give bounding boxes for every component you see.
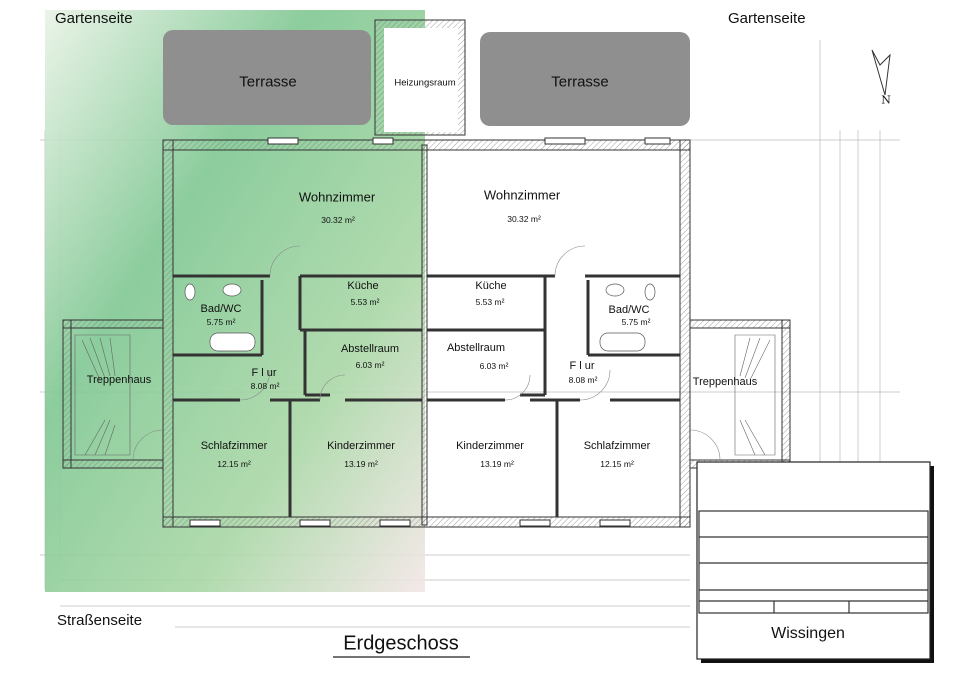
room-name: Küche [475, 280, 507, 292]
terrace-right [480, 32, 690, 126]
room-area: 30.32 m² [507, 214, 541, 224]
heating-room-label: Heizungsraum [394, 77, 456, 89]
terrace-left [163, 30, 371, 125]
north-arrow-icon [871, 49, 891, 96]
garden-side-label-left: Gartenseite [55, 10, 133, 27]
room-area: 30.32 m² [321, 215, 355, 225]
room-name: F l ur [569, 360, 595, 372]
room-area: 12.15 m² [217, 459, 251, 469]
walls [62, 139, 791, 528]
room-area: 5.53 m² [350, 297, 380, 307]
street-side-label: Straßenseite [57, 612, 143, 629]
room-name: Schlafzimmer [200, 440, 268, 452]
interior-walls [173, 274, 680, 517]
room-name: Abstellraum [340, 343, 400, 355]
sanitary-fixtures [184, 283, 656, 352]
room-area: 8.08 m² [250, 381, 280, 391]
room-name: Treppenhaus [86, 374, 152, 386]
terrace-left-label: Terrasse [239, 73, 297, 91]
title-block-place: Wissingen [771, 625, 845, 642]
room-area: 5.75 m² [206, 317, 236, 327]
room-name: F l ur [251, 367, 277, 379]
floor-title: Erdgeschoss [343, 632, 459, 655]
room-area: 13.19 m² [344, 459, 378, 469]
room-name: Treppenhaus [692, 376, 758, 388]
title-block [696, 461, 934, 663]
room-area: 8.08 m² [568, 375, 598, 385]
room-name: Wohnzimmer [298, 189, 376, 205]
room-area: 6.03 m² [479, 361, 509, 371]
door-swings [132, 245, 721, 461]
room-area: 12.15 m² [600, 459, 634, 469]
terrace-right-label: Terrasse [551, 73, 609, 91]
room-name: Kinderzimmer [456, 440, 524, 452]
room-area: 6.03 m² [355, 360, 385, 370]
windows [189, 137, 671, 527]
room-name: Wohnzimmer [483, 187, 561, 203]
room-area: 5.53 m² [475, 297, 505, 307]
room-name: Bad/WC [200, 303, 242, 315]
room-name: Schlafzimmer [583, 440, 651, 452]
room-name: Abstellraum [446, 342, 506, 354]
room-area: 5.75 m² [621, 317, 651, 327]
room-area: 13.19 m² [480, 459, 514, 469]
room-name: Küche [347, 280, 379, 292]
stairs [74, 334, 776, 456]
room-name: Kinderzimmer [327, 440, 395, 452]
room-name: Bad/WC [608, 304, 650, 316]
garden-side-label-right: Gartenseite [728, 10, 806, 27]
north-label: N [881, 93, 891, 107]
